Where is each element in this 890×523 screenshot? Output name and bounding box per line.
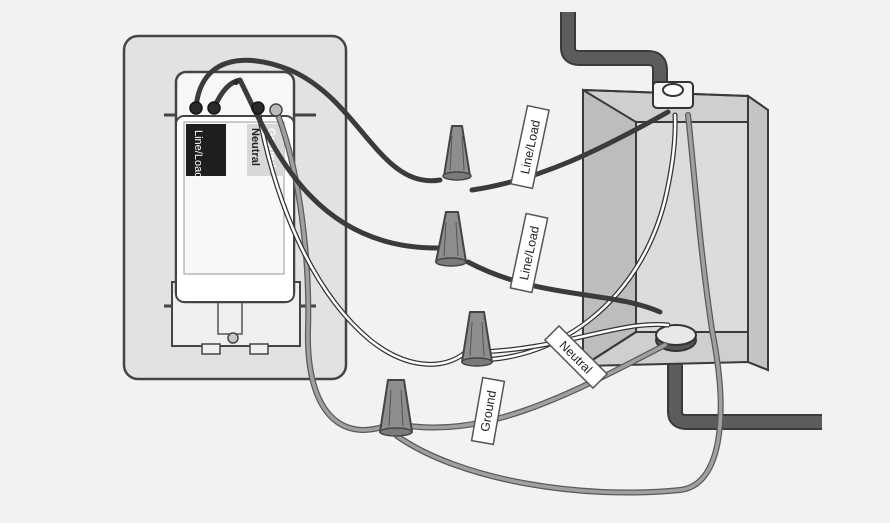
wires: [189, 57, 724, 496]
cable-clamp-top: [652, 81, 694, 109]
terminal-screws: [189, 79, 283, 117]
wire-nut-line-load-1: [442, 125, 472, 181]
neutral-wires: [255, 107, 678, 367]
wire-nut-line-load-2: [435, 211, 467, 267]
line-load-wires: [193, 57, 671, 315]
wire-nut-neutral: [461, 311, 493, 367]
wire-label-line-load-1: Line/Load: [510, 104, 550, 190]
wire-label-line-load-2: Line/Load: [509, 212, 549, 294]
wire-nut-ground: [379, 379, 413, 437]
neutral-terminal-label: Neutral: [249, 128, 261, 166]
conduit: [560, 12, 822, 430]
line-load-terminal-label: Line/Load: [192, 130, 204, 178]
line-load-terminal-tag: [186, 124, 226, 176]
dimmer-device: Line/Load Neutral Ground: [164, 70, 316, 355]
wire-label-ground: Ground: [470, 376, 506, 446]
cable-clamp-bottom: [655, 324, 697, 352]
ground-wires: [273, 107, 724, 496]
